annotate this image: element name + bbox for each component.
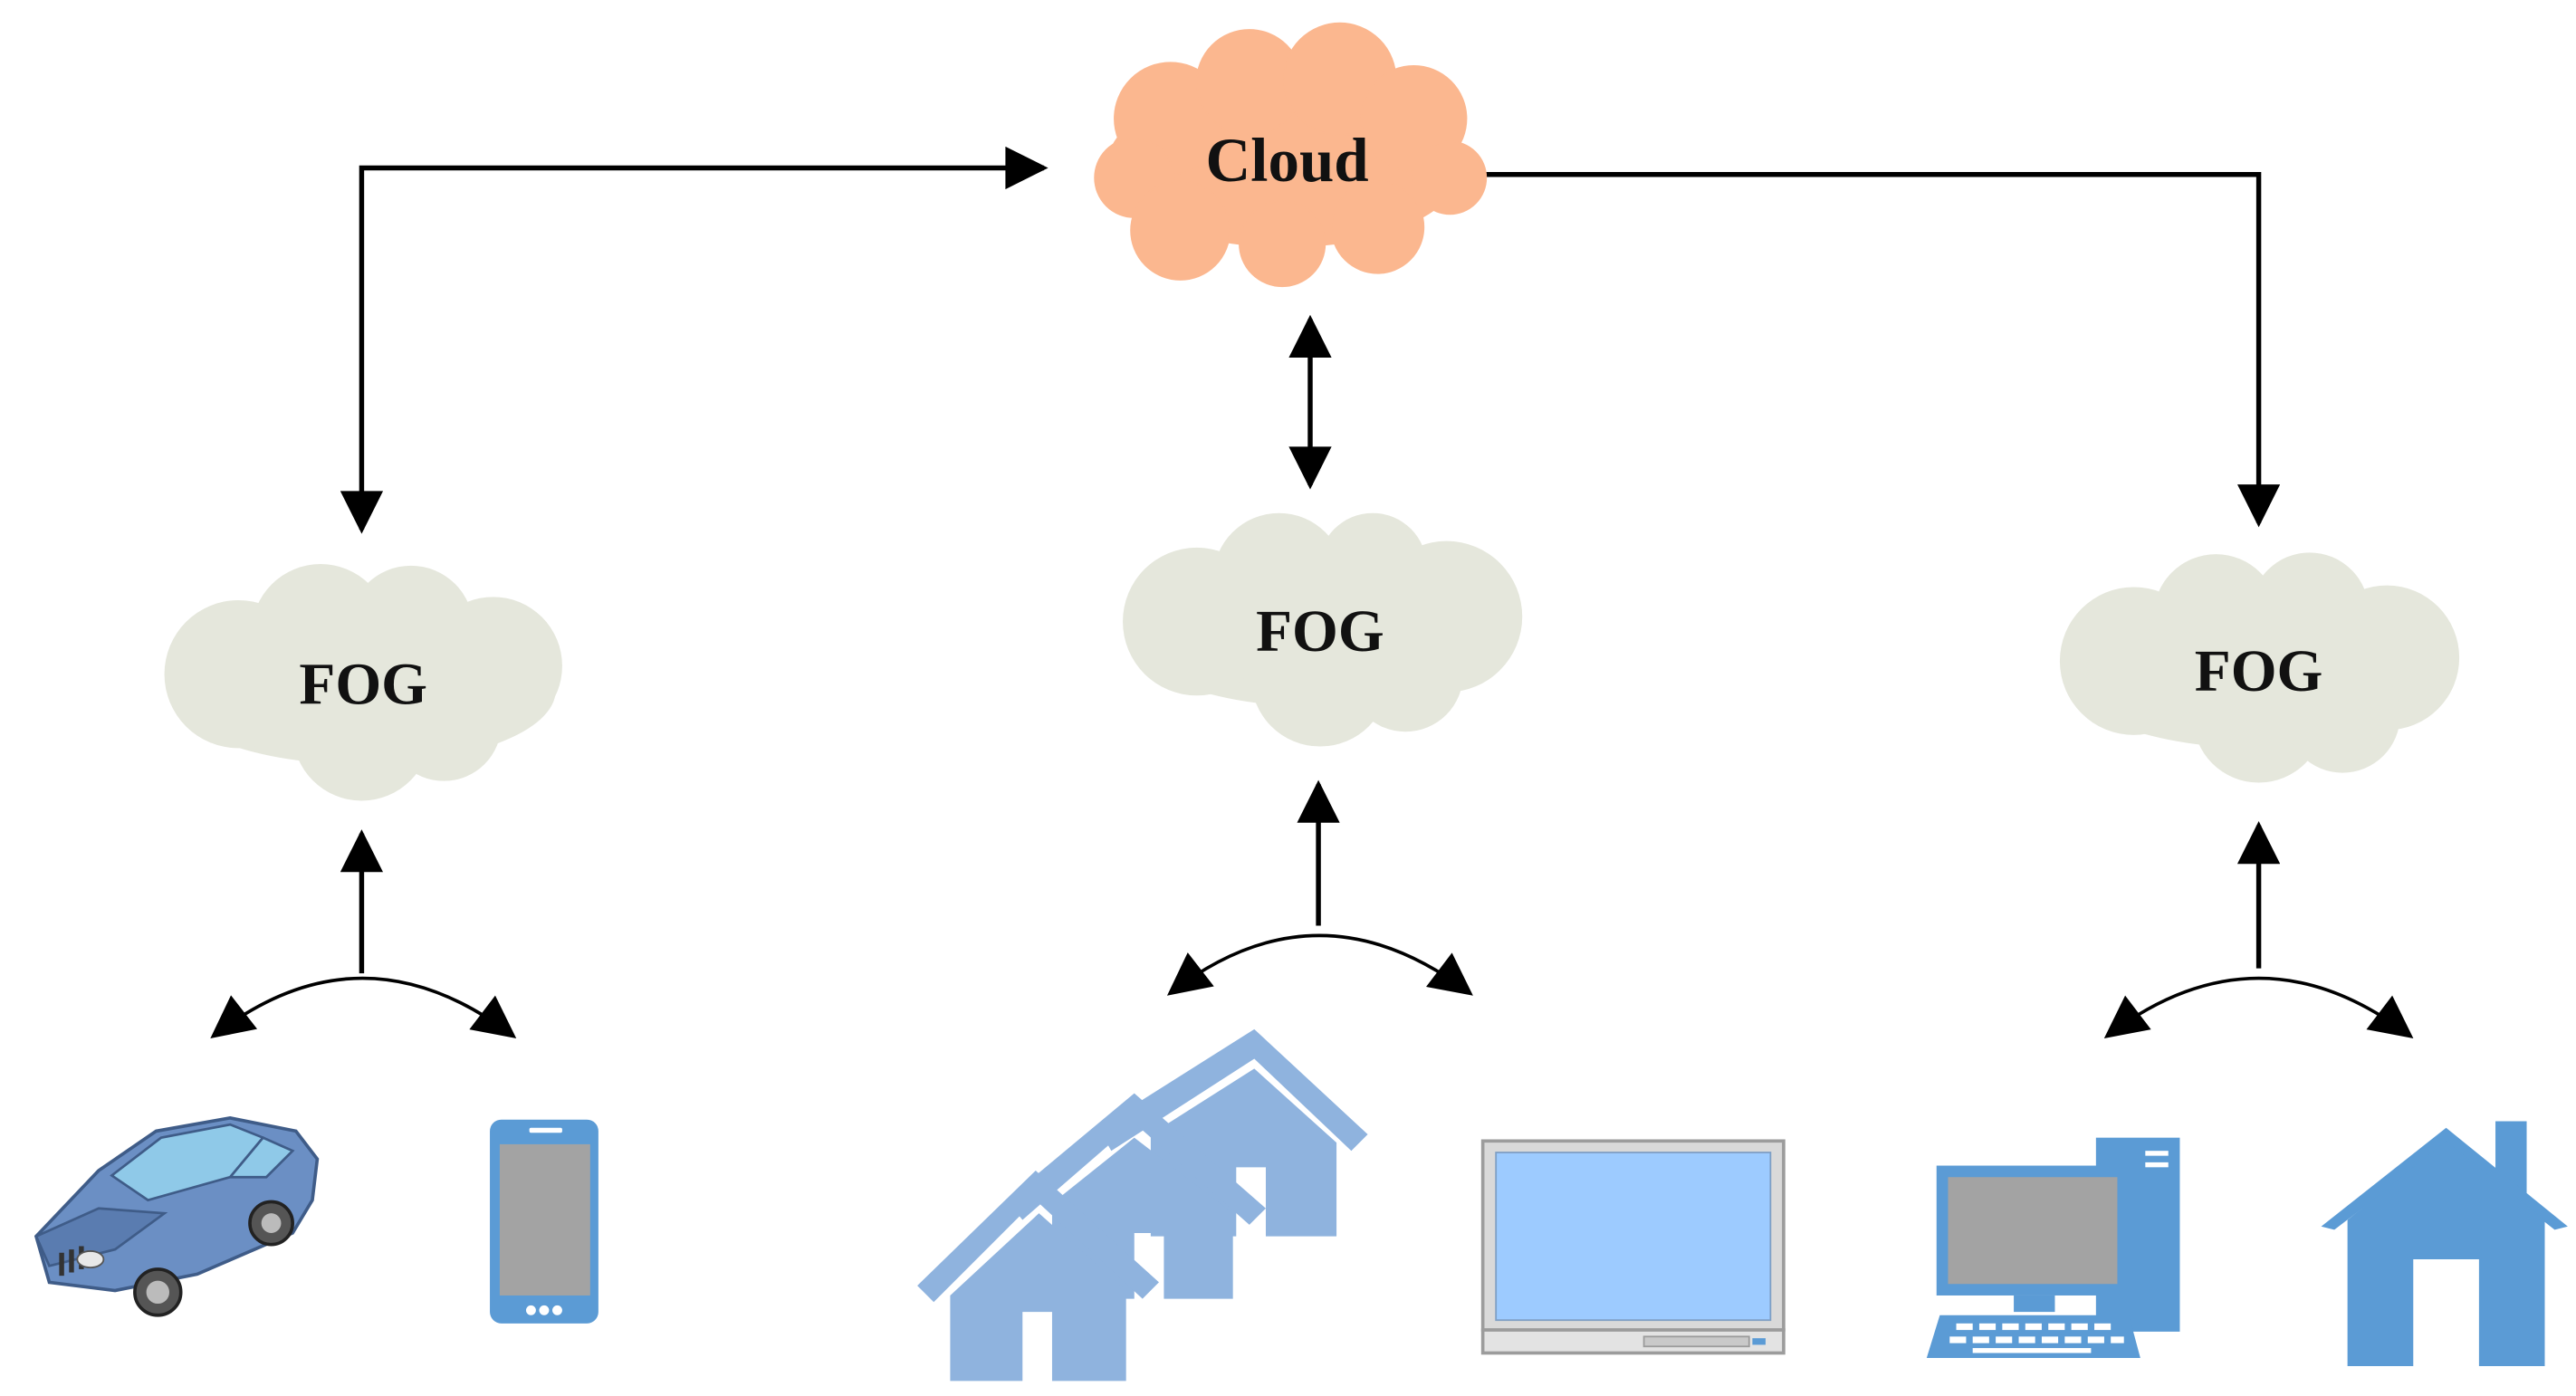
- fog-label: FOG: [2195, 639, 2323, 704]
- fog-node-right: FOG: [2059, 552, 2460, 783]
- cloud-shape: [1094, 22, 1488, 288]
- houses-group-icon: [917, 1028, 1368, 1382]
- house-icon: [2321, 1121, 2568, 1367]
- desktop-computer-icon: [1926, 1137, 2180, 1358]
- fog-label: FOG: [1256, 599, 1384, 665]
- cloud-fog-right-link: [1470, 172, 2281, 528]
- fog-node-left: FOG: [164, 564, 562, 801]
- fog-center-device-arc: [1166, 933, 1473, 996]
- fog-left-device-arc: [210, 976, 517, 1038]
- fog-cloud-shape: [164, 564, 562, 801]
- cloud-node: Cloud: [1094, 22, 1488, 288]
- car-icon: [34, 1116, 320, 1317]
- laptop-monitor-icon: [1480, 1139, 1786, 1355]
- fog-cloud-shape: [1123, 512, 1523, 747]
- fog-right-device-arc: [2103, 976, 2414, 1038]
- cloud-fog-left-link: [340, 146, 1049, 534]
- fog-node-center: FOG: [1123, 512, 1523, 747]
- fog-label: FOG: [299, 652, 427, 717]
- connectors: [340, 146, 2281, 974]
- cloud-label: Cloud: [1205, 126, 1368, 195]
- fog-cloud-shape: [2059, 552, 2460, 783]
- smartphone-icon: [490, 1119, 599, 1324]
